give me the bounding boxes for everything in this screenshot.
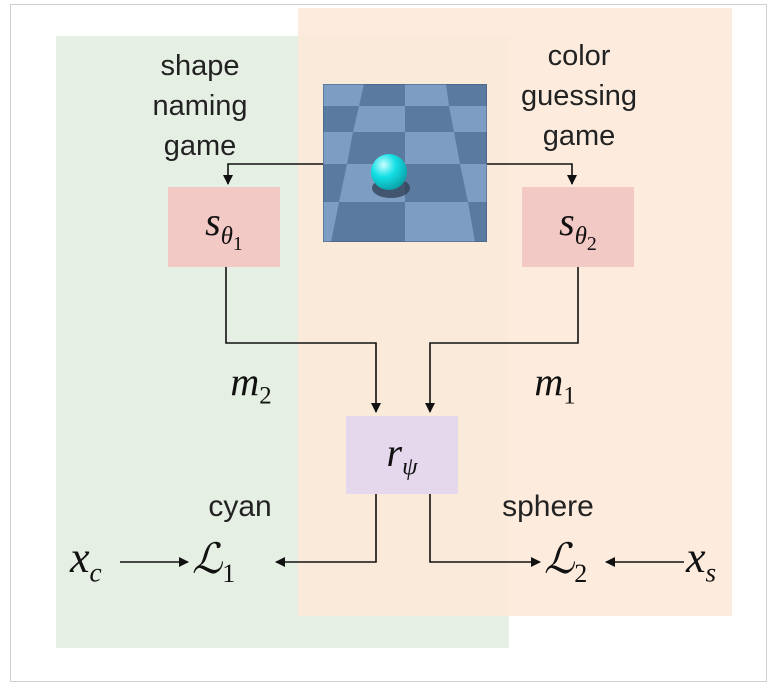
figure-frame <box>10 4 767 682</box>
receiver-symbol: rψ <box>386 429 418 481</box>
floor-tile <box>405 84 449 106</box>
sender-1-to-receiver-arrow <box>225 267 381 413</box>
sender-2-box: sθ2 <box>522 187 634 267</box>
floor-tile <box>353 106 405 132</box>
floor-tile <box>449 106 487 132</box>
sender-2-symbol: sθ2 <box>559 199 597 255</box>
message-left: m2 <box>230 359 272 410</box>
message-right: m1 <box>534 359 576 410</box>
shape-game-title-line: game <box>163 130 237 162</box>
receiver-to-loss-1-arrow <box>275 494 377 567</box>
scene-image <box>323 84 487 242</box>
scene-to-sender-2-arrow <box>487 163 577 185</box>
scene-to-sender-1-arrow <box>223 163 323 185</box>
target-left: xc <box>70 533 102 588</box>
target-right: xs <box>686 533 717 588</box>
floor-tile <box>323 202 339 242</box>
sender-2-to-receiver-arrow <box>425 267 579 413</box>
loss-1: ℒ1 <box>192 537 236 589</box>
floor-tile <box>460 164 487 202</box>
floor-tile <box>323 84 364 106</box>
floor-tile <box>405 202 475 242</box>
loss-2: ℒ2 <box>544 537 588 589</box>
color-game-title-line: color <box>547 40 611 72</box>
shape-game-title-line: shape <box>160 50 240 82</box>
sender-1-symbol: sθ1 <box>205 199 243 255</box>
shape-game-title-line: naming <box>152 90 248 122</box>
floor-tile <box>405 132 460 164</box>
receiver-to-loss-2-arrow <box>429 494 541 567</box>
color-game-title-line: game <box>542 120 616 152</box>
receiver-box: rψ <box>346 416 458 494</box>
floor-tile <box>323 132 353 164</box>
output-word-left: cyan <box>208 490 272 523</box>
cyan-sphere <box>371 154 407 190</box>
shape-game-title: shape naming game <box>130 46 270 166</box>
output-word-right: sphere <box>502 490 594 523</box>
sender-1-box: sθ1 <box>168 187 280 267</box>
color-game-title: color guessing game <box>500 36 658 156</box>
color-game-title-line: guessing <box>520 80 638 112</box>
